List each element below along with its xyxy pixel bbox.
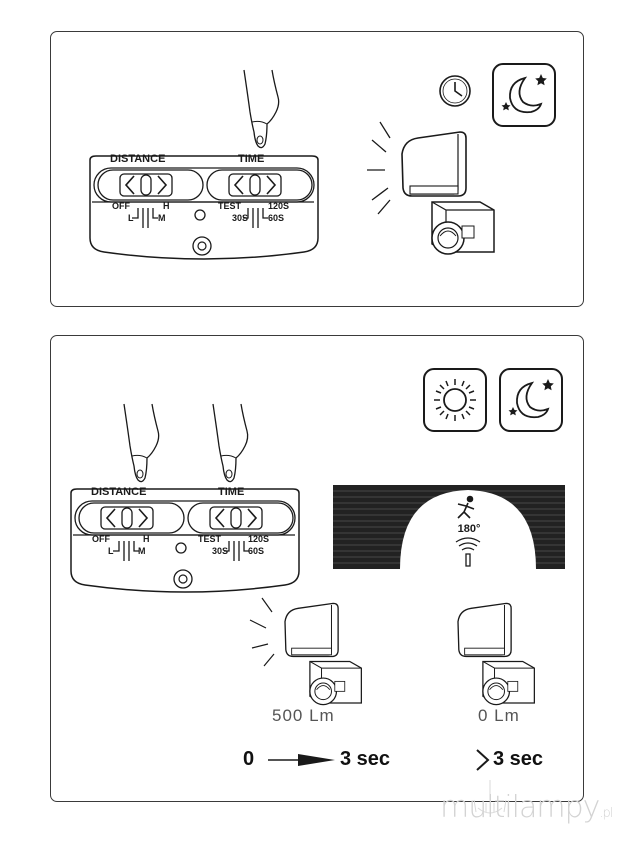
timing-start-label: 0	[243, 748, 255, 770]
lumen-on-label: 500 Lm	[272, 706, 335, 725]
finger-press-icon	[212, 403, 249, 483]
distance-option-off: OFF	[92, 534, 110, 544]
greater-than-icon	[476, 749, 490, 771]
light-rays	[249, 597, 275, 667]
time-option-60s: 60S	[268, 213, 285, 223]
distance-label: DISTANCE	[91, 486, 147, 498]
sun-icon	[423, 368, 487, 432]
finger-press-icon	[243, 69, 280, 149]
timing-idle-label: 3 sec	[493, 748, 544, 770]
finger-press-icon	[123, 403, 160, 483]
distance-label: DISTANCE	[110, 153, 166, 165]
timing-end-label: 3 sec	[340, 748, 391, 770]
watermark: multilampy.pl	[440, 790, 613, 825]
clock-icon	[439, 75, 471, 107]
sensor-waves-icon	[455, 537, 481, 567]
distance-option-h: H	[163, 201, 170, 211]
floodlight-off-icon	[457, 602, 536, 706]
floodlight-icon	[401, 131, 495, 255]
time-option-test: TEST	[198, 534, 222, 544]
moon-stars-icon	[499, 368, 563, 432]
lumen-off-label: 0 Lm	[478, 706, 520, 725]
time-option-60s: 60S	[248, 546, 265, 556]
distance-option-l: L	[128, 213, 134, 223]
time-label: TIME	[218, 486, 245, 498]
timing-arrow	[268, 754, 335, 766]
watermark-suffix: .pl	[599, 806, 613, 821]
watermark-text: multilampy	[440, 790, 600, 825]
angle-label: 180°	[458, 523, 481, 535]
time-option-test: TEST	[218, 201, 242, 211]
watermark-chandelier-icon	[473, 780, 507, 814]
moon-stars-icon	[492, 63, 556, 127]
motion-person-icon	[457, 495, 475, 519]
distance-option-h: H	[143, 534, 150, 544]
light-rays	[367, 121, 391, 215]
distance-option-off: OFF	[112, 201, 130, 211]
floodlight-on-icon	[284, 602, 363, 706]
distance-option-m: M	[158, 213, 166, 223]
distance-option-m: M	[138, 546, 146, 556]
distance-option-l: L	[108, 546, 114, 556]
time-option-30s: 30S	[212, 546, 229, 556]
time-option-30s: 30S	[232, 213, 249, 223]
time-option-120s: 120S	[248, 534, 270, 544]
time-option-120s: 120S	[268, 201, 290, 211]
detection-zone: 180°	[333, 485, 565, 569]
time-label: TIME	[238, 153, 265, 165]
